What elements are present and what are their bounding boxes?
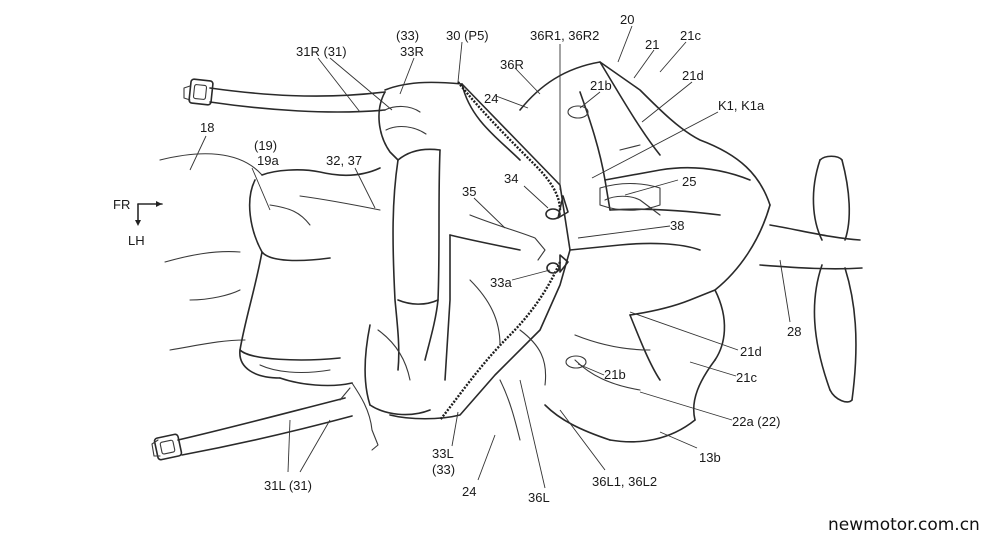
direction-label-lh: LH <box>128 233 145 248</box>
label-21c-top: 21c <box>680 28 701 43</box>
label-34: 34 <box>504 171 518 186</box>
label-33R: 33R <box>400 44 424 59</box>
label-25: 25 <box>682 174 696 189</box>
rear-tank-28 <box>759 155 863 403</box>
label-21c-bottom: 21c <box>736 370 757 385</box>
label-33L: 33L <box>432 446 454 461</box>
label-36L1: 36L1, 36L2 <box>592 474 657 489</box>
label-24-bottom: 24 <box>462 484 476 499</box>
label-35: 35 <box>462 184 476 199</box>
label-21d-top: 21d <box>682 68 704 83</box>
arrow-down-icon <box>135 220 141 226</box>
label-33-top: (33) <box>396 28 419 43</box>
fastener-34 <box>545 195 569 220</box>
label-20: 20 <box>620 12 634 27</box>
clip-35 <box>469 214 546 261</box>
vest-body <box>384 81 571 441</box>
reference-labels: 20 21 21c 21d 21b K1, K1a 25 38 28 21d 2… <box>113 12 801 505</box>
label-36R: 36R <box>500 57 524 72</box>
rider-body-outline <box>159 153 381 387</box>
label-13b: 13b <box>699 450 721 465</box>
label-19: (19) <box>254 138 277 153</box>
airbag-tube-32-37 <box>339 91 441 451</box>
label-28: 28 <box>787 324 801 339</box>
label-31L: 31L (31) <box>264 478 312 493</box>
label-K1: K1, K1a <box>718 98 765 113</box>
label-36L: 36L <box>528 490 550 505</box>
label-21d-bottom: 21d <box>740 344 762 359</box>
label-19a: 19a <box>257 153 279 168</box>
arrow-right-icon <box>156 201 162 207</box>
label-24-top: 24 <box>484 91 498 106</box>
fastener-33a <box>546 254 569 274</box>
label-22a: 22a (22) <box>732 414 780 429</box>
label-36R1: 36R1, 36R2 <box>530 28 599 43</box>
watermark: newmotor.com.cn <box>828 515 980 535</box>
label-33a: 33a <box>490 275 512 290</box>
label-18: 18 <box>200 120 214 135</box>
label-21: 21 <box>645 37 659 52</box>
label-21b-top: 21b <box>590 78 612 93</box>
label-33-bottom: (33) <box>432 462 455 477</box>
zipper-line-lower <box>439 261 562 421</box>
label-21b-bottom: 21b <box>604 367 626 382</box>
label-38: 38 <box>670 218 684 233</box>
rear-housing-21 <box>519 61 771 443</box>
label-32-37: 32, 37 <box>326 153 362 168</box>
zipper-line <box>457 81 562 211</box>
leader-lines <box>189 25 791 489</box>
label-30: 30 (P5) <box>446 28 489 43</box>
direction-label-fr: FR <box>113 197 130 212</box>
label-31R: 31R (31) <box>296 44 347 59</box>
cylinder-25 <box>599 182 661 211</box>
strap-31L <box>151 397 353 461</box>
strap-31R <box>183 78 386 113</box>
direction-indicator <box>135 201 163 226</box>
